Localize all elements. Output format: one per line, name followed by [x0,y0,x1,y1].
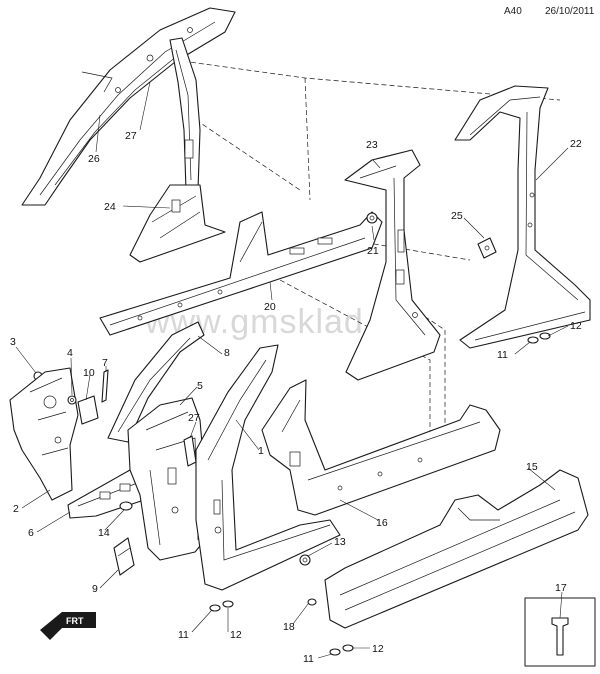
part-27-a-pillar-inner [169,37,201,191]
part-17-fastener-box [524,597,596,667]
part-15-rocker-outer [324,469,589,629]
callouts: 27 26 24 23 21 22 25 20 3 4 10 7 8 5 27 … [10,130,582,665]
leader-lines [15,81,569,659]
callout-12-a: 12 [230,629,242,641]
callout-2: 2 [13,503,19,515]
callout-17: 17 [555,582,567,594]
callout-19: 20 [264,301,276,313]
callout-8: 8 [224,347,230,359]
svg-text:FRT: FRT [66,616,84,626]
callout-15: 15 [526,461,538,473]
callout-18: 18 [283,621,295,633]
callout-12-b: 12 [570,320,582,332]
callout-6: 6 [28,527,34,539]
callout-20: 21 [367,245,379,257]
callout-25: 27 [188,412,200,424]
part-10-bracket [77,395,99,425]
part-20-grommet [366,212,378,224]
callout-22: 23 [366,139,378,151]
callout-7: 7 [102,357,108,369]
callout-16: 16 [376,517,388,529]
callout-10: 10 [83,367,95,379]
callout-26: 25 [451,210,463,222]
part-22-b-pillar-inner [344,149,441,381]
callout-13: 13 [334,536,346,548]
part-24-roof-rail-inner [21,7,236,206]
callout-24: 26 [88,153,100,165]
part-1-a-pillar-outer [195,344,341,591]
callout-21: 22 [570,138,582,150]
part-23-bracket [129,184,226,263]
callout-11-a: 11 [178,629,189,641]
callout-11-b: 11 [497,349,508,361]
part-16-rocker-inner [261,379,501,516]
callout-23: 24 [104,201,116,213]
front-direction-arrow: FRT [40,612,96,640]
part-2-hinge-pillar-inner [9,367,79,501]
callout-9: 9 [92,583,98,595]
part-26-clip [477,237,497,259]
callout-11-c: 11 [303,653,314,665]
callout-12-c: 12 [372,643,384,655]
callout-3: 3 [10,336,16,348]
part-4-nut [67,395,77,405]
header-date: 26/10/2011 [545,6,595,17]
callout-1: 1 [258,445,264,457]
callout-4: 4 [67,347,73,359]
part-19-rocker-reinforcement [99,211,383,336]
part-13-grommet [299,554,311,566]
header-code: A40 [504,6,522,17]
part-6-reinforcement [67,469,151,519]
callout-27: 27 [125,130,137,142]
part-7-strip [101,369,109,403]
callout-5: 5 [197,380,203,392]
callout-14: 14 [98,527,110,539]
part-21-body-side-outer-upper [454,85,591,349]
part-14-seal [119,501,133,511]
part-9-bracket [113,537,135,576]
